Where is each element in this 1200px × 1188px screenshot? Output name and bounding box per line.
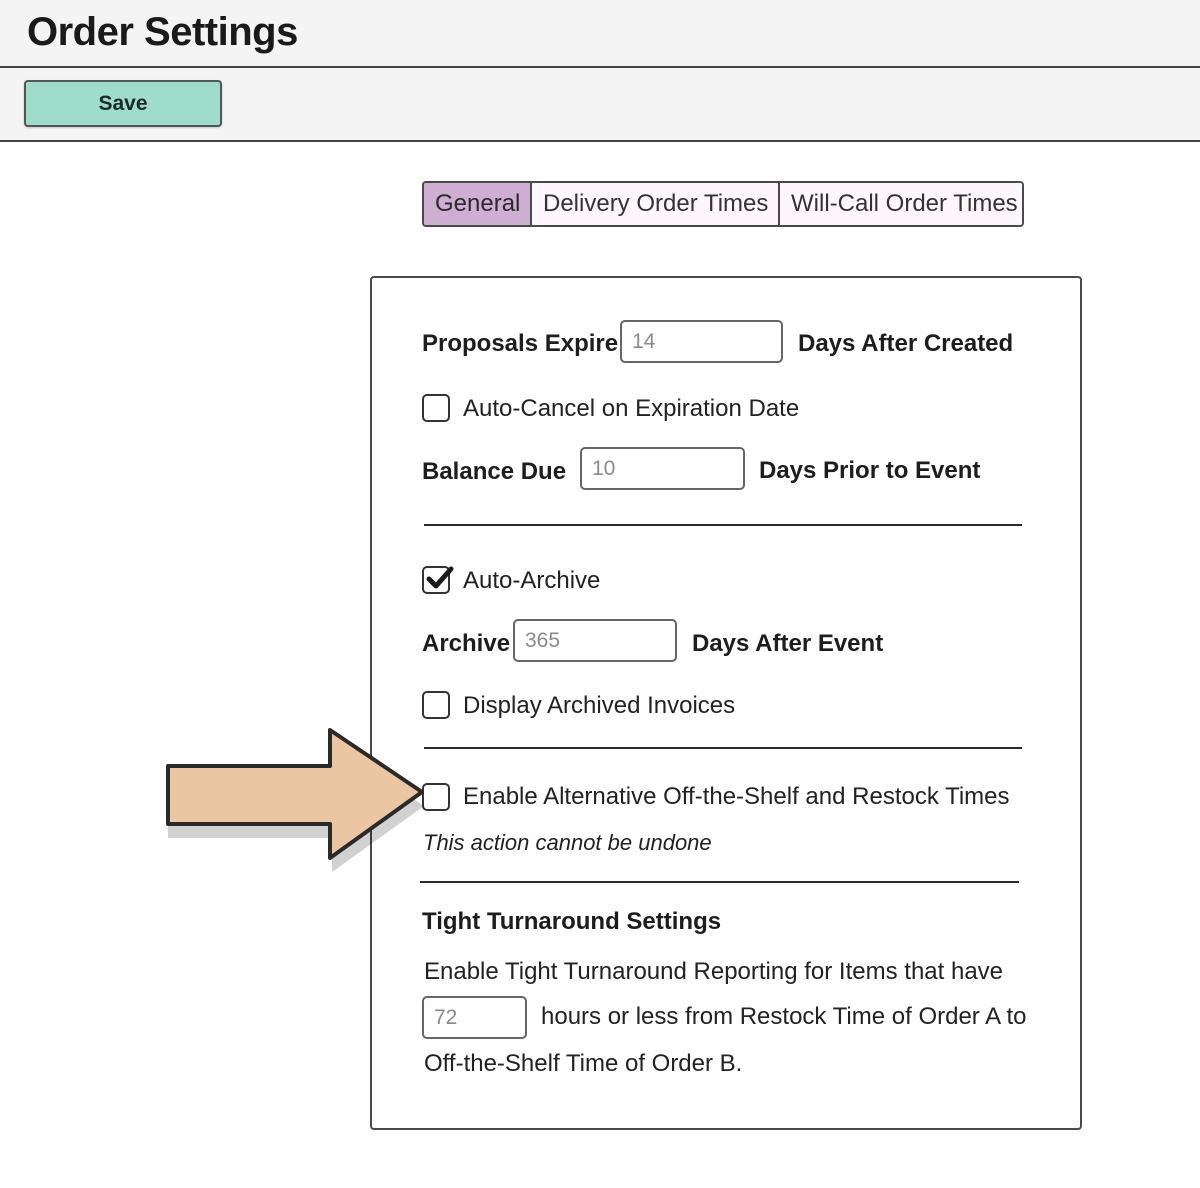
tight-turnaround-text-3: Off-the-Shelf Time of Order B. [424,1050,743,1077]
save-button[interactable]: Save [24,80,222,127]
proposals-expire-label: Proposals Expire [422,330,619,357]
settings-tabs: General Delivery Order Times Will-Call O… [422,181,1024,227]
proposals-expire-input[interactable] [620,320,783,363]
balance-due-label: Balance Due [422,458,567,485]
general-settings-panel: Proposals Expire Days After Created Auto… [370,276,1082,1130]
display-archived-label: Display Archived Invoices [463,692,736,719]
tight-turnaround-hours-input[interactable] [422,996,527,1039]
alt-times-label: Enable Alternative Off-the-Shelf and Res… [463,783,1010,810]
tight-turnaround-heading: Tight Turnaround Settings [422,908,722,935]
tab-will-call-order-times[interactable]: Will-Call Order Times [778,183,1022,225]
display-archived-checkbox[interactable] [422,691,450,719]
tab-delivery-order-times[interactable]: Delivery Order Times [530,183,778,225]
balance-due-input[interactable] [580,447,745,490]
arrow-right-icon [166,728,424,872]
toolbar: Save [0,68,1200,142]
section-divider [424,524,1022,526]
checkmark-icon [426,566,454,589]
tight-turnaround-text-1: Enable Tight Turnaround Reporting for It… [424,958,1004,985]
auto-archive-checkbox[interactable] [422,566,454,594]
archive-days-input[interactable] [513,619,677,662]
archive-suffix: Days After Event [692,630,884,657]
tight-turnaround-text-2: hours or less from Restock Time of Order… [541,1003,1027,1030]
auto-cancel-label: Auto-Cancel on Expiration Date [463,395,800,422]
page-title: Order Settings [27,10,298,54]
auto-archive-label: Auto-Archive [463,567,601,594]
proposals-expire-suffix: Days After Created [798,330,1014,357]
archive-label: Archive [422,630,511,657]
tab-general[interactable]: General [424,183,530,225]
balance-due-suffix: Days Prior to Event [759,457,981,484]
alt-times-checkbox[interactable] [422,783,450,811]
section-divider [420,881,1019,883]
section-divider [424,747,1022,749]
page-header: Order Settings [0,0,1200,68]
auto-cancel-checkbox[interactable] [422,394,450,422]
alt-times-warning: This action cannot be undone [423,830,712,855]
